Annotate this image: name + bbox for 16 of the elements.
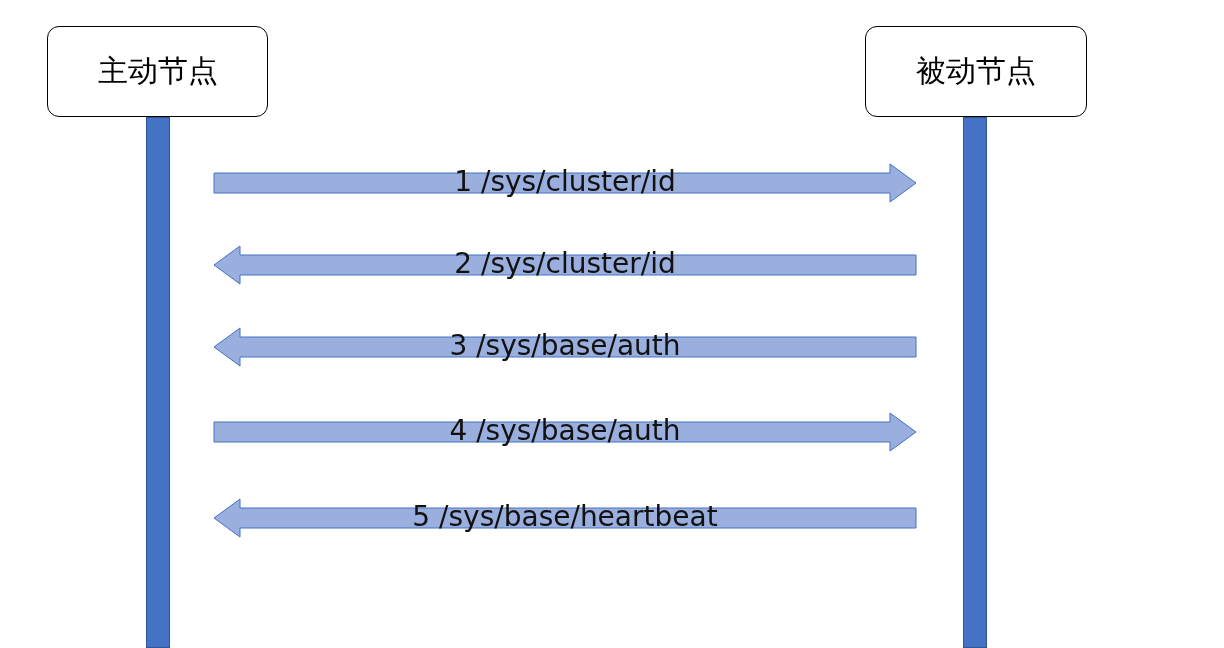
message-arrow — [213, 163, 917, 203]
message-label: 2 /sys/cluster/id — [454, 250, 676, 278]
participant-name: 被动节点 — [916, 52, 1036, 90]
message-label: 3 /sys/base/auth — [449, 332, 681, 360]
message-label: 4 /sys/base/auth — [449, 417, 681, 445]
message-label: 5 /sys/base/heartbeat — [412, 503, 718, 531]
lifeline-bar — [963, 117, 987, 648]
message-arrow — [213, 245, 917, 285]
message-label: 1 /sys/cluster/id — [454, 168, 676, 196]
lifeline-bar — [146, 117, 170, 648]
participant-name: 主动节点 — [97, 52, 218, 90]
message-arrow — [213, 327, 917, 367]
participant-box — [47, 26, 268, 117]
participant-box — [865, 26, 1087, 117]
message-arrow — [213, 498, 917, 538]
message-arrow — [213, 412, 917, 452]
